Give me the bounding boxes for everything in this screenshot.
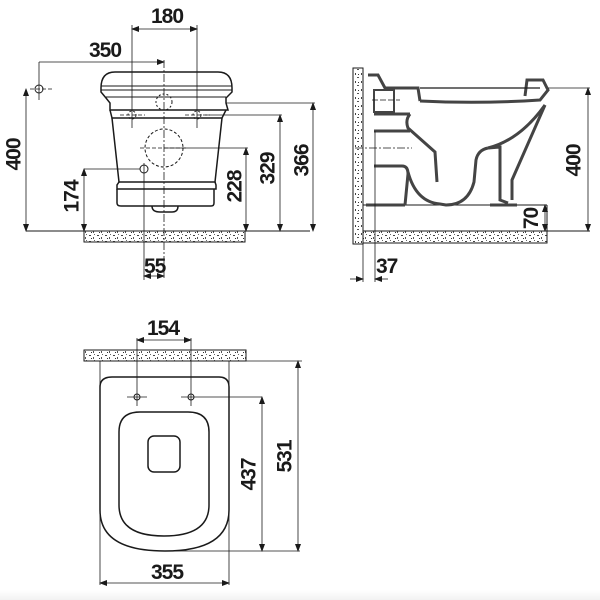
dim-label-400-front: 400	[2, 138, 26, 171]
bottom-edge	[0, 590, 600, 600]
cover-square	[147, 435, 181, 473]
top-view	[83, 337, 302, 586]
dim-label-531: 531	[273, 440, 297, 473]
dim-label-355: 355	[151, 561, 184, 584]
dim-label-228: 228	[223, 170, 247, 203]
wall-section	[352, 67, 364, 245]
dim-label-70: 70	[520, 207, 544, 230]
dim-label-55: 55	[144, 255, 166, 278]
seat-outline	[99, 376, 230, 552]
floor-slab-front	[83, 230, 246, 243]
dim-label-350: 350	[89, 39, 122, 62]
dim-label-329: 329	[256, 152, 280, 185]
dim-label-400-side: 400	[562, 144, 586, 177]
front-view	[23, 25, 316, 280]
side-view	[350, 67, 591, 282]
dim-label-180: 180	[151, 5, 184, 28]
dim-label-154: 154	[147, 317, 180, 340]
dim-label-174: 174	[60, 180, 84, 213]
dim-label-366: 366	[290, 144, 314, 177]
dim-label-37: 37	[376, 255, 398, 278]
dim-label-437: 437	[237, 458, 261, 491]
floor-slab-side	[362, 230, 548, 244]
wall-slab-top	[83, 349, 247, 362]
seat-opening	[118, 411, 210, 537]
